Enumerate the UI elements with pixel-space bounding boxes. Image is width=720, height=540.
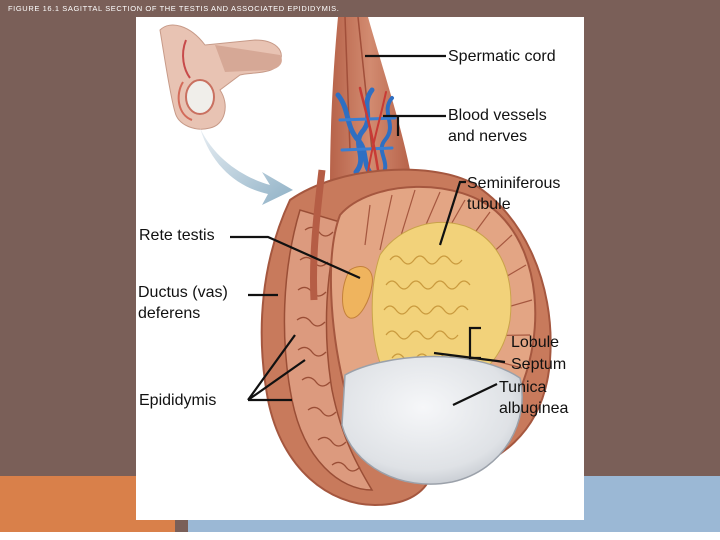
inset-pointer-arrow — [200, 128, 293, 205]
inset-body-outline — [159, 24, 282, 130]
label-ductus-line1: Ductus (vas) — [138, 284, 228, 301]
testis — [329, 185, 537, 485]
label-blood-vessels-line1: Blood vessels — [448, 107, 547, 124]
label-seminiferous-line1: Seminiferous — [467, 175, 561, 192]
label-blood-vessels-line2: and nerves — [448, 128, 528, 145]
epididymis-body — [283, 209, 374, 491]
label-rete-testis: Rete testis — [139, 227, 215, 244]
seminiferous-tubules — [371, 221, 512, 379]
label-tunica-line1: Tunica — [499, 379, 547, 396]
bottom-divider — [0, 532, 720, 540]
leader-lines — [230, 54, 506, 406]
figure-caption: FIGURE 16.1 SAGITTAL SECTION OF THE TEST… — [8, 4, 340, 13]
label-septum: Septum — [511, 356, 567, 373]
rete-testis — [342, 266, 373, 319]
label-ductus-line2: deferens — [138, 305, 201, 322]
label-spermatic-cord: Spermatic cord — [448, 48, 556, 65]
ductus-deferens — [309, 169, 326, 301]
tunica-albuginea — [341, 355, 523, 485]
label-lobule: Lobule — [511, 334, 560, 351]
label-epididymis: Epididymis — [139, 392, 217, 409]
blood-vessels — [335, 86, 397, 178]
label-tunica-line2: albuginea — [499, 400, 569, 417]
label-seminiferous-line2: tubule — [467, 196, 511, 213]
